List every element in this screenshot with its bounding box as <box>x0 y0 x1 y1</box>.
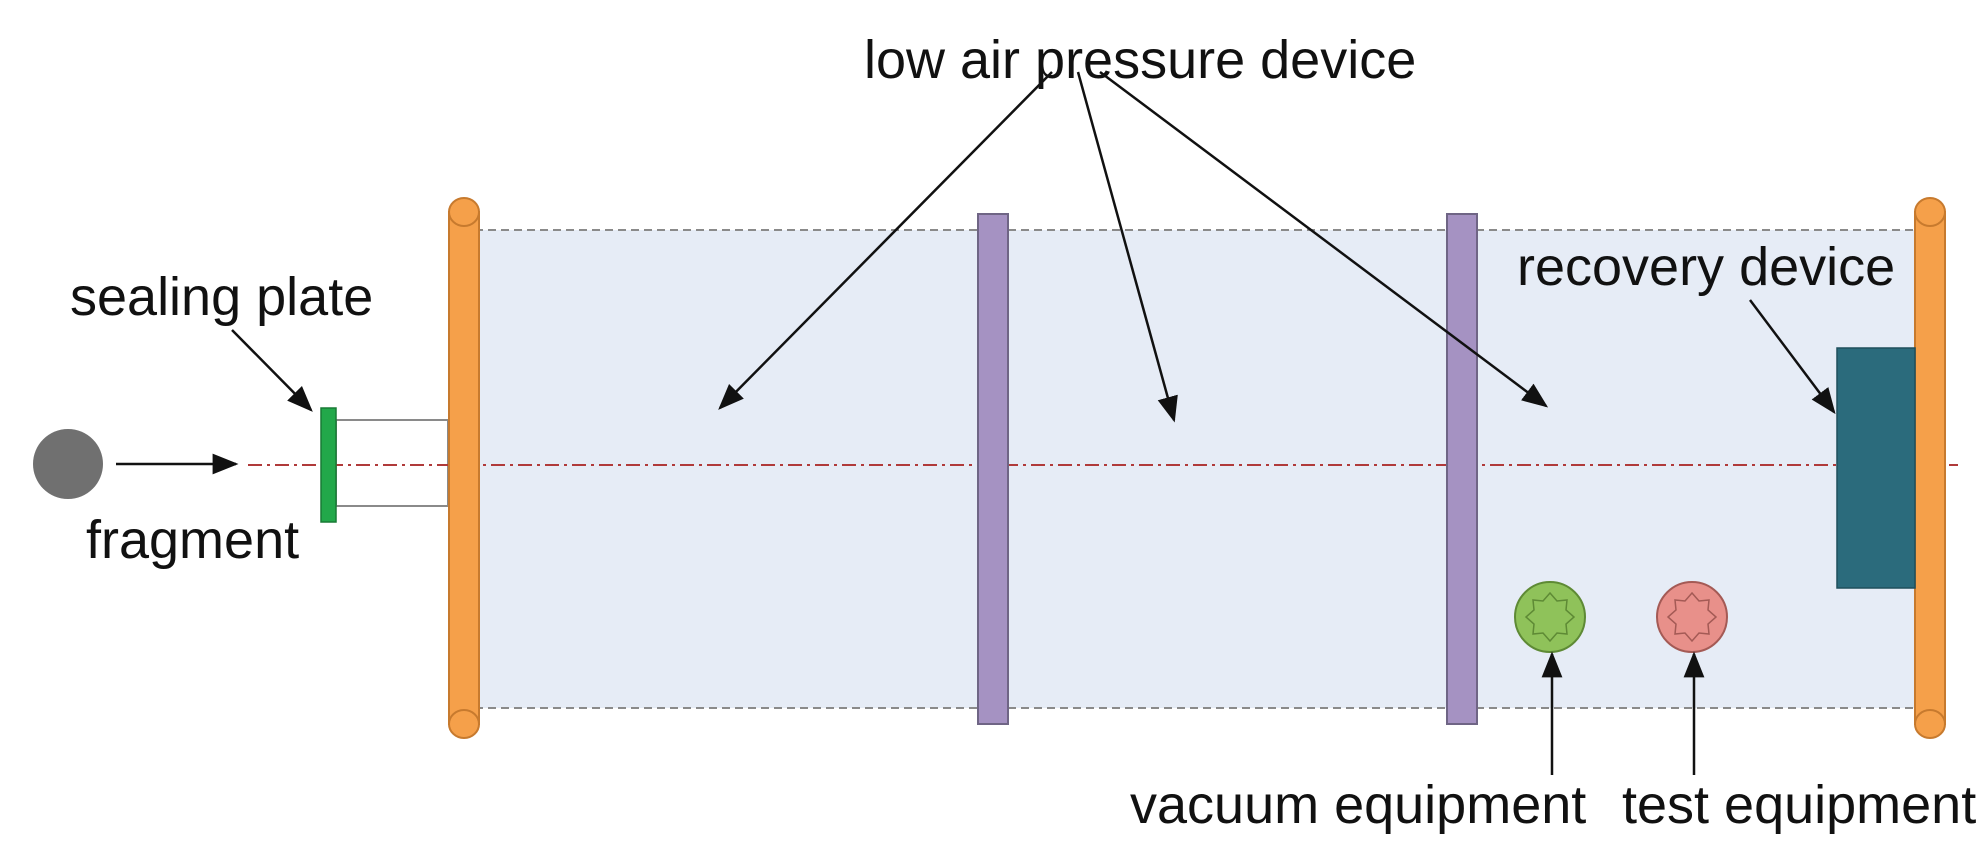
partition-2 <box>1446 213 1478 725</box>
label-low-air-pressure-device: low air pressure device <box>864 30 1416 90</box>
low-pressure-arrow-3 <box>1099 70 1549 408</box>
test-equipment-icon <box>1656 581 1728 653</box>
partition-1 <box>977 213 1009 725</box>
label-recovery-device: recovery device <box>1517 237 1895 297</box>
low-pressure-arrow-2 <box>1076 71 1178 423</box>
label-sealing-plate: sealing plate <box>70 267 373 327</box>
low-pressure-arrow-1 <box>718 71 1053 410</box>
label-fragment: fragment <box>86 510 299 570</box>
recovery-device-shape <box>1836 347 1916 589</box>
label-vacuum-equipment: vacuum equipment <box>1130 775 1586 835</box>
inlet-tube <box>335 419 449 507</box>
sealing-plate-arrow <box>231 329 313 412</box>
left-flange <box>448 197 480 739</box>
annotation-arrows <box>116 70 1836 775</box>
label-test-equipment: test equipment <box>1622 775 1976 835</box>
sealing-plate-shape <box>320 407 337 523</box>
right-flange <box>1914 197 1946 739</box>
fragment-shape <box>33 429 103 499</box>
vacuum-equipment-icon <box>1514 581 1586 653</box>
recovery-device-arrow <box>1749 299 1836 415</box>
